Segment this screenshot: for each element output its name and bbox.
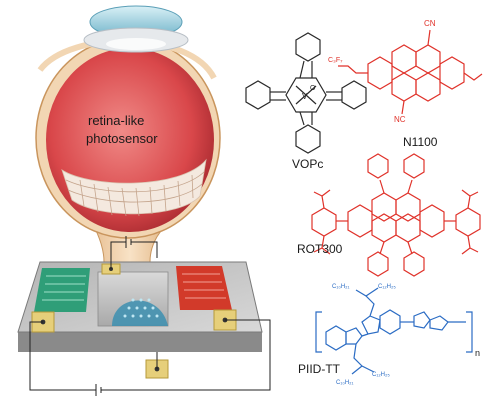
molecule-piid-tt (315, 287, 473, 375)
vopc-right-benzene (341, 80, 367, 110)
vopc-bottom-benzene (295, 124, 321, 154)
n1100-label: N1100 (403, 135, 438, 149)
vopc-atom-o: O (310, 85, 316, 92)
red-electrode (176, 266, 232, 310)
piid-sub3: C₁₀H₂₁ (336, 380, 354, 386)
eye-label-line1: retina-like (88, 113, 144, 128)
device-illustration (17, 236, 271, 396)
piid-sub2: C₁₂H₂₅ (378, 284, 396, 290)
dome-array (112, 300, 168, 326)
piid-sub4: C₁₂H₂₅ (372, 372, 390, 378)
eye-illustration: retina-like photosensor (35, 5, 221, 263)
vopc-label: VOPc (292, 157, 323, 171)
vopc-left-benzene (245, 80, 271, 110)
n1100-cn: CN (424, 19, 436, 28)
circuit-wires (29, 236, 271, 396)
retina-grid (61, 158, 207, 217)
molecule-rot300 (311, 153, 481, 277)
n1100-nc: NC (394, 115, 406, 124)
green-electrode (34, 268, 90, 312)
piid-n: n (475, 348, 480, 358)
piid-label: PIID-TT (298, 362, 341, 376)
vopc-atom-v: V (302, 92, 308, 101)
piid-sub1: C₁₀H₂₁ (332, 284, 350, 290)
molecule-vopc (245, 32, 367, 154)
rot300-label: ROT300 (297, 242, 343, 256)
eye-label-line2: photosensor (86, 131, 158, 146)
n1100-cf-left: C₃F₇ (328, 57, 343, 64)
molecule-n1100 (338, 29, 483, 115)
device-substrate-side (18, 332, 262, 352)
vopc-top-benzene (295, 32, 321, 62)
